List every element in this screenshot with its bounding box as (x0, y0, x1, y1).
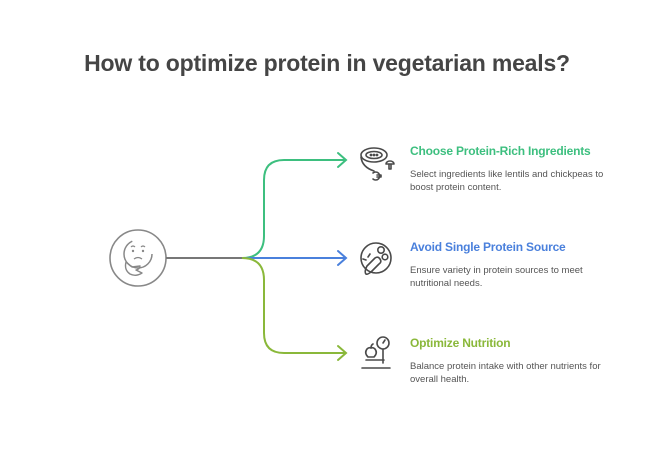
arrow-top (337, 152, 348, 168)
arrow-bottom (337, 345, 348, 361)
branch-top (241, 159, 346, 259)
step-title: Optimize Nutrition (410, 336, 511, 350)
arrow-middle (337, 250, 348, 266)
step-title: Avoid Single Protein Source (410, 240, 566, 254)
scale-apple-icon (361, 336, 391, 369)
step-description: Select ingredients like lentils and chic… (410, 169, 604, 193)
page-title: How to optimize protein in vegetarian me… (84, 50, 570, 76)
bowl-mushrooms-icon (360, 147, 395, 181)
carrot-broccoli-icon (360, 242, 392, 276)
step-avoid-single-source: Avoid Single Protein Source Ensure varie… (410, 240, 620, 290)
step-optimize-nutrition: Optimize Nutrition Balance protein intak… (410, 336, 620, 386)
step-choose-protein-rich: Choose Protein-Rich Ingredients Select i… (410, 144, 620, 194)
step-description: Balance protein intake with other nutrie… (410, 361, 601, 385)
thinking-face-icon (109, 229, 167, 287)
branch-bottom (241, 257, 346, 354)
step-title: Choose Protein-Rich Ingredients (410, 144, 591, 158)
step-description: Ensure variety in protein sources to mee… (410, 265, 583, 289)
